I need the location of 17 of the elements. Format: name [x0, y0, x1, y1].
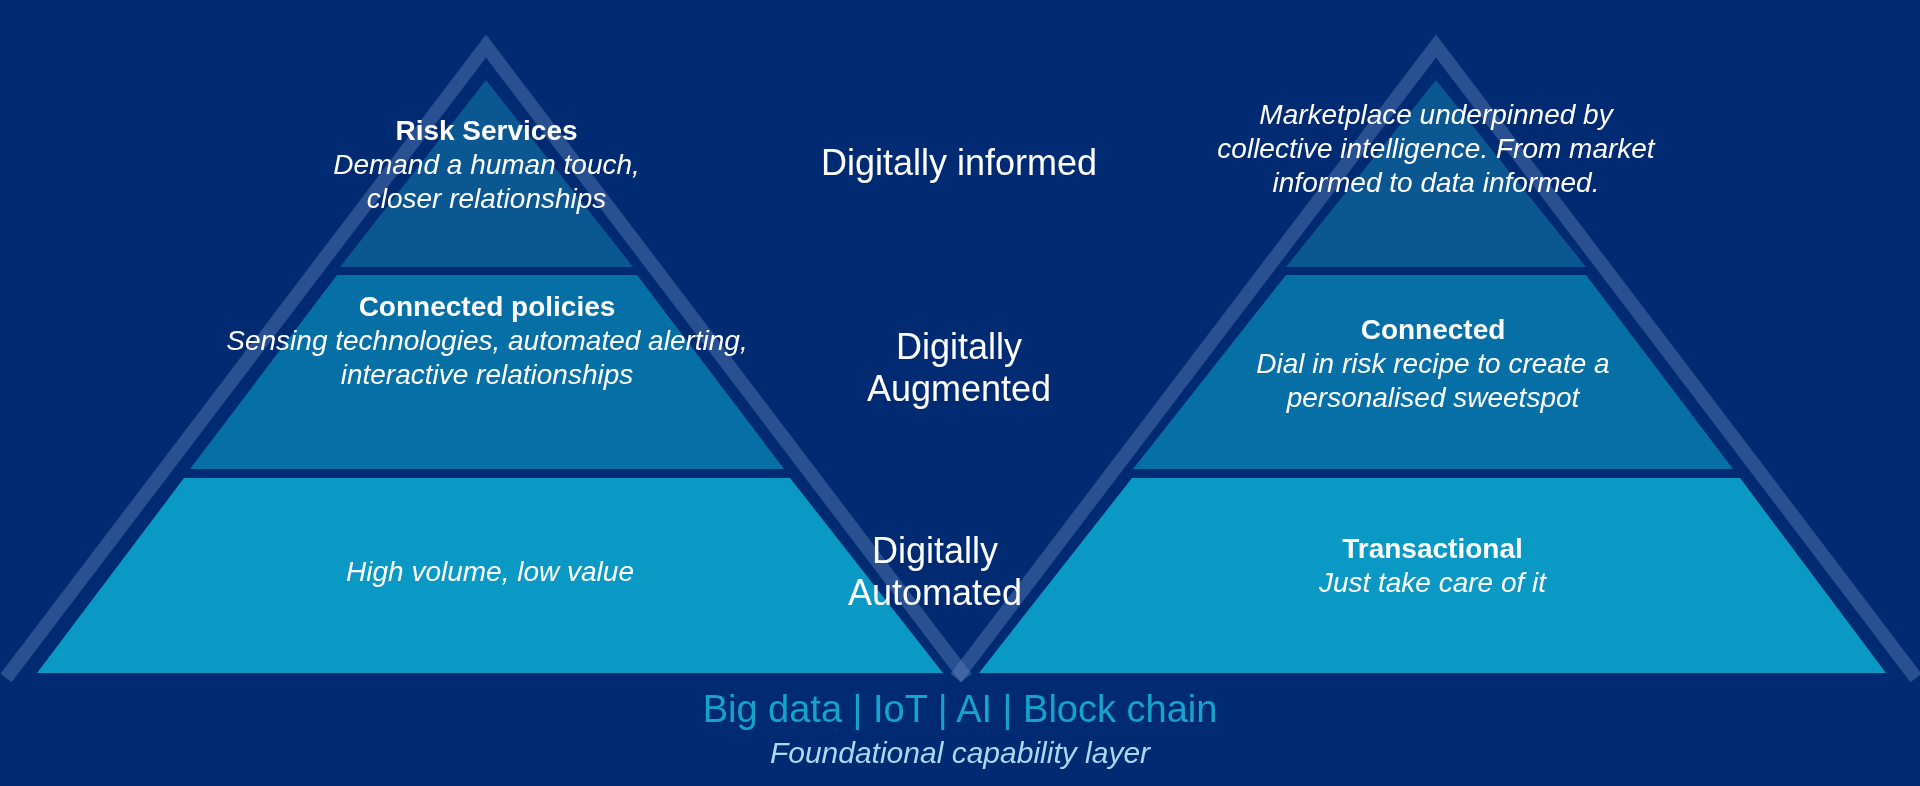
tier-heading: Transactional [1341, 532, 1524, 566]
level-label: Digitally Augmented [865, 326, 1053, 410]
tier-heading: Connected policies [357, 290, 617, 324]
tier-description: Demand a human touch, closer relationships [332, 148, 641, 216]
level-label: Digitally Automated [846, 530, 1024, 614]
tier-description: Dial in risk recipe to create a personalised sweetspot [1255, 347, 1611, 415]
tier-description: Just take care of it [1317, 566, 1548, 600]
tier-heading: Connected [1359, 313, 1507, 347]
technology-list: Big data | IoT | AI | Block chain [610, 688, 1310, 730]
pyramid-tier [190, 275, 784, 469]
tier-description: Marketplace underpinned by collective intelligence. From market informed to data informed. [1216, 98, 1657, 200]
level-label: Digitally informed [819, 142, 1099, 184]
tier-description: Sensing technologies, automated alerting, interactive relationships [225, 324, 749, 392]
tier-heading: Risk Services [394, 114, 579, 148]
pyramid-tier [1133, 275, 1733, 469]
layer-caption: Foundational capability layer [768, 735, 1152, 771]
tier-description: High volume, low value [345, 555, 635, 589]
